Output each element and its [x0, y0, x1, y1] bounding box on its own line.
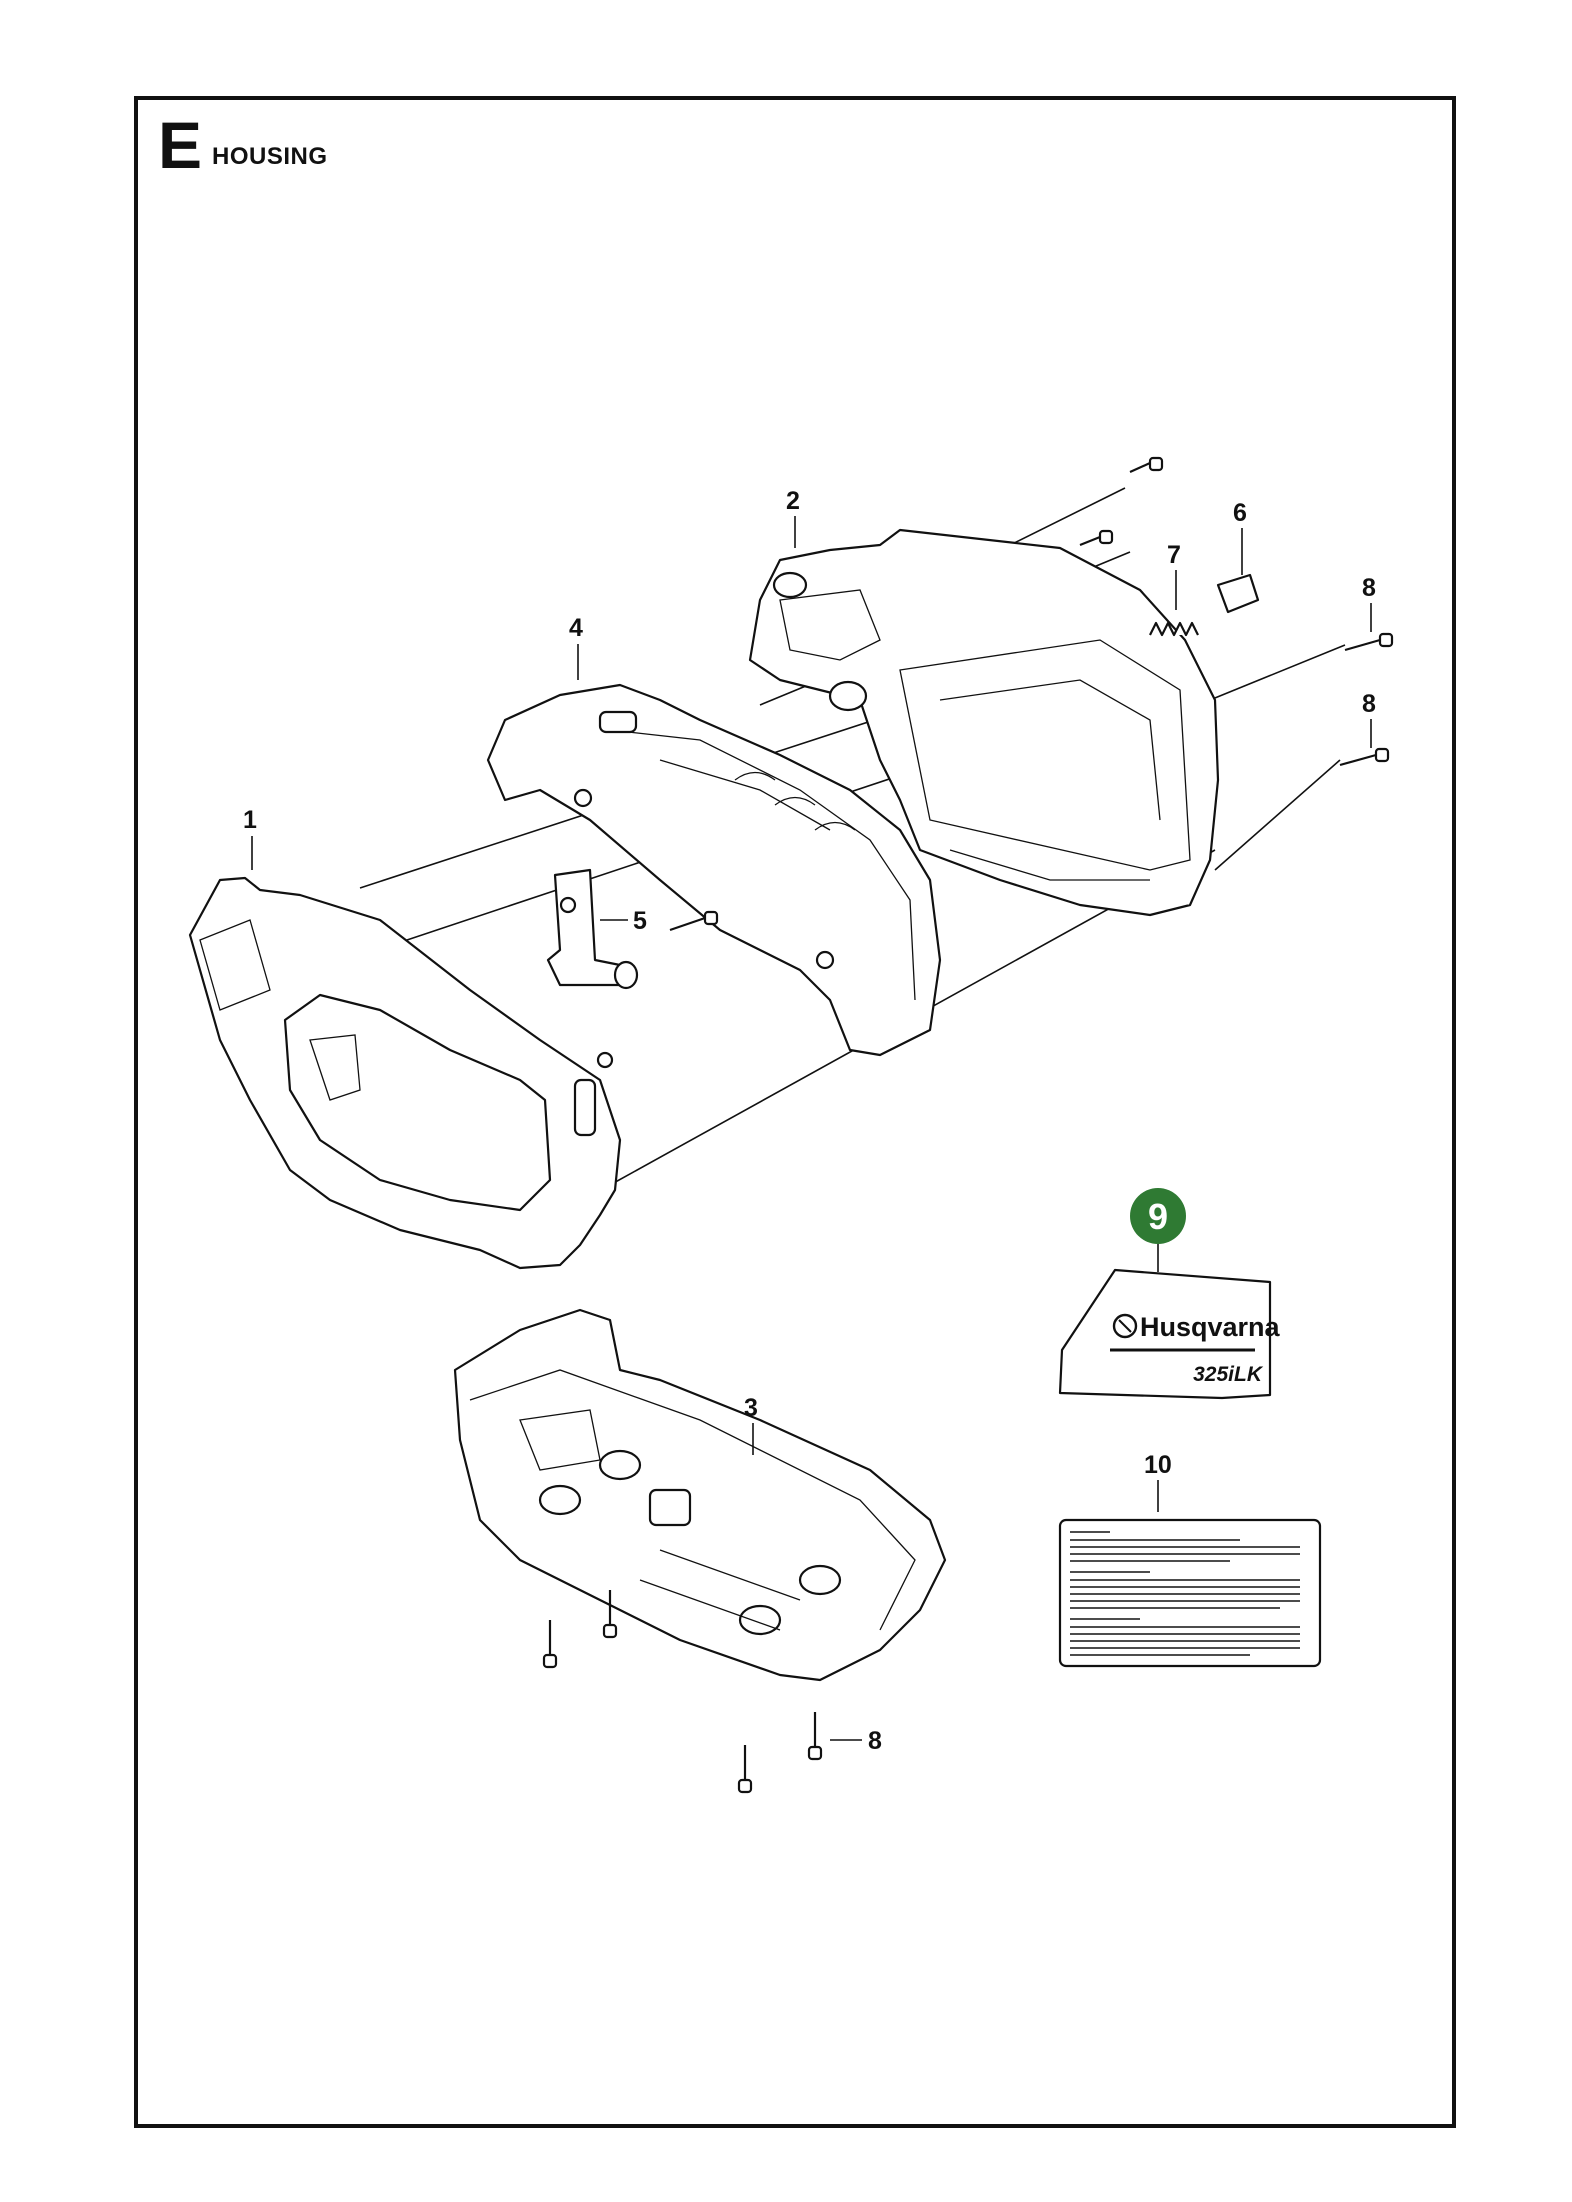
screw-icon — [807, 1712, 823, 1761]
screw-icon — [737, 1745, 753, 1794]
part-latch — [1216, 573, 1260, 614]
decal-model: 325iLK — [1193, 1363, 1264, 1386]
diagram-frame — [134, 96, 1456, 2128]
callout-9: 9 — [1148, 1196, 1168, 1237]
part-top-cover — [486, 683, 942, 1057]
callout-5: 5 — [633, 907, 647, 935]
part-rear-housing — [748, 528, 1220, 917]
screw-icon — [1339, 747, 1390, 767]
part-bracket — [546, 868, 639, 990]
part-warning-label — [1058, 1518, 1322, 1668]
part-brand-decal: Husqvarna 325iLK — [1058, 1268, 1281, 1400]
callout-4: 4 — [569, 614, 583, 642]
screw-icon — [669, 910, 719, 932]
part-bottom-cover — [453, 1308, 947, 1682]
callout-8c: 8 — [868, 1727, 882, 1755]
callout-9-badge: 9 — [1130, 1188, 1186, 1244]
section-title: HOUSING — [212, 143, 328, 170]
screw-icon — [1344, 632, 1394, 652]
callout-1: 1 — [243, 806, 257, 834]
callout-7: 7 — [1167, 541, 1181, 569]
callout-10: 10 — [1144, 1451, 1172, 1479]
screw-icon — [1079, 529, 1114, 547]
callout-8a: 8 — [1362, 574, 1376, 602]
callout-labels: 1 2 3 4 5 6 7 8 8 8 10 — [243, 487, 1376, 1755]
screw-icon — [542, 1620, 558, 1669]
callout-6: 6 — [1233, 499, 1247, 527]
callout-leaders — [251, 516, 1372, 1741]
callout-3: 3 — [744, 1394, 758, 1422]
decal-brand: Husqvarna — [1140, 1312, 1281, 1342]
brand-logo-icon — [1112, 1313, 1138, 1339]
callout-2: 2 — [786, 487, 800, 515]
part-spring — [1149, 621, 1199, 637]
screw-icon — [1129, 456, 1164, 474]
screws — [542, 456, 1394, 1794]
part-front-housing — [188, 876, 622, 1270]
section-letter: E — [158, 108, 203, 182]
callout-8b: 8 — [1362, 690, 1376, 718]
screw-icon — [602, 1590, 618, 1639]
